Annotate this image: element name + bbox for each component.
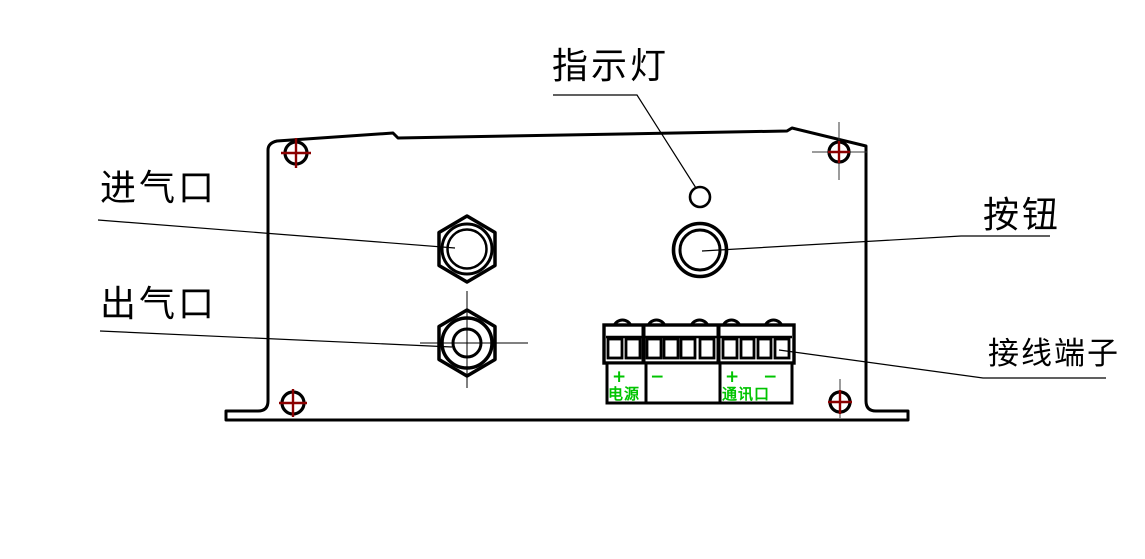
screw-bottom-right	[828, 379, 852, 418]
air-outlet-fitting	[420, 297, 528, 388]
terminal-block-label: 接线端子	[988, 336, 1120, 371]
indicator-light-label: 指示灯	[552, 46, 670, 86]
screw-top-left	[281, 138, 311, 168]
air-outlet-label: 出气口	[100, 284, 218, 324]
button-leader-line	[701, 235, 1050, 252]
screw-top-right	[812, 122, 867, 180]
screw-bottom-left	[279, 389, 307, 417]
terminal-leader-line	[778, 349, 1106, 379]
air-inlet-label: 进气口	[100, 168, 218, 208]
chassis-outline	[224, 126, 910, 422]
terminal-block	[602, 318, 796, 405]
indicator-leader-line	[553, 94, 697, 189]
power-polarity-marks: + −	[612, 367, 674, 387]
button-label: 按钮	[983, 195, 1062, 235]
inlet-leader-line	[97, 219, 456, 249]
indicator-light	[688, 185, 712, 209]
comm-port-label: 通讯口	[722, 385, 771, 403]
air-inlet-fitting	[437, 214, 497, 301]
comm-polarity-marks: + −	[725, 367, 787, 387]
outlet-leader-line	[99, 330, 453, 348]
power-port-label: 电源	[608, 385, 641, 403]
